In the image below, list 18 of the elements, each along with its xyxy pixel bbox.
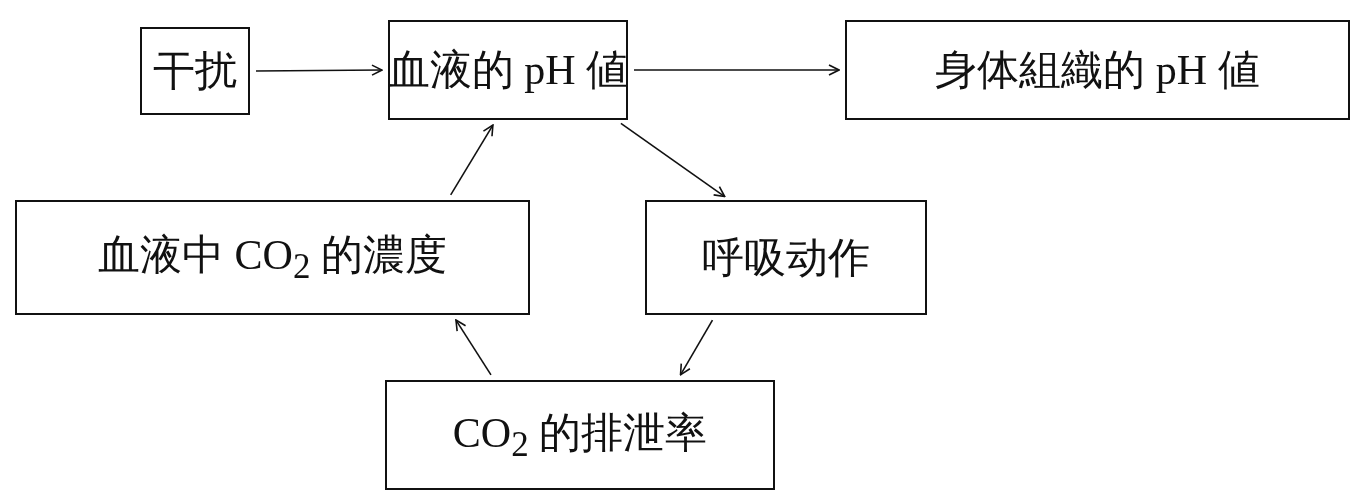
arrow [620, 122, 726, 198]
process-box [15, 200, 530, 315]
box-label: 身体組織的 pH 値 [935, 46, 1260, 95]
process-box [140, 27, 250, 115]
box-label: 干扰 [153, 47, 237, 96]
arrow [255, 64, 383, 76]
box-label: 血液的 pH 値 [387, 46, 629, 95]
arrow [633, 64, 840, 76]
process-box [385, 380, 775, 490]
box-label: CO$_{2}$ 的排泄率 [452, 408, 708, 466]
box-label: 呼吸动作 [702, 233, 870, 283]
process-box [845, 20, 1350, 120]
arrow [679, 319, 714, 376]
arrow [449, 124, 494, 196]
box-label: 血液中 CO$_{2}$ 的濃度 [98, 231, 447, 288]
process-box [645, 200, 927, 315]
arrow [455, 319, 492, 376]
process-box [388, 20, 628, 120]
